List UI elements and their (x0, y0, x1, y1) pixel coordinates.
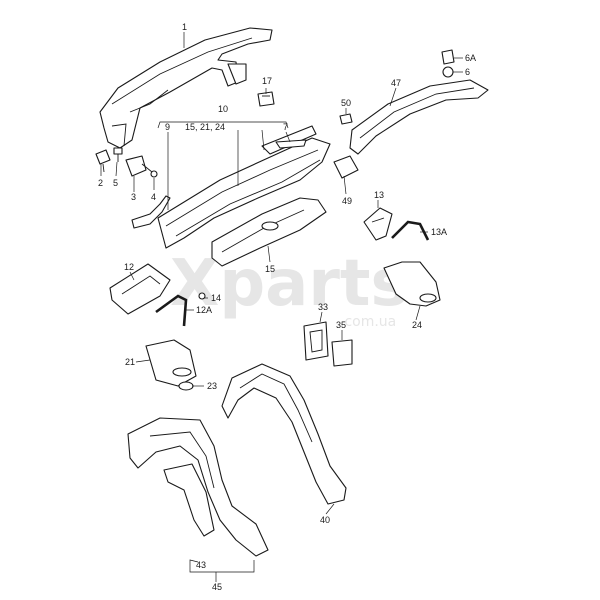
part-23-grommet (178, 381, 194, 391)
callout-6a: 6A (465, 53, 476, 63)
callout-7: 7 (283, 122, 288, 132)
callout-10: 10 (218, 104, 228, 114)
part-50-clip (339, 113, 353, 125)
callout-40: 40 (320, 515, 330, 525)
part-6-nut (442, 66, 454, 78)
part-5-bolt (113, 147, 123, 162)
callout-49: 49 (342, 196, 352, 206)
callout-47: 47 (391, 78, 401, 88)
part-47-rail (349, 79, 489, 155)
callout-50: 50 (341, 98, 351, 108)
part-24-wheelhouse-bracket (383, 261, 441, 307)
callout-15-21-24: 15, 21, 24 (185, 122, 225, 132)
callout-12: 12 (124, 262, 134, 272)
callout-2: 2 (98, 178, 103, 188)
part-12-bracket (109, 263, 171, 315)
part-12a-strap (155, 294, 188, 327)
part-2-clip (95, 149, 111, 173)
leader-lines (100, 32, 463, 582)
callout-13a: 13A (431, 227, 447, 237)
callout-17: 17 (262, 76, 272, 86)
callout-9: 9 (165, 122, 170, 132)
part-13-bracket (363, 207, 393, 241)
callout-23: 23 (207, 381, 217, 391)
watermark-brand: Xparts (170, 247, 409, 321)
callout-labels: 1 2 5 3 4 9 10 15, 21, 24 7 17 50 47 6A … (98, 22, 476, 592)
callout-14: 14 (211, 293, 221, 303)
part-49-bracket (333, 155, 359, 179)
callout-24: 24 (412, 320, 422, 330)
callout-1: 1 (182, 22, 187, 32)
callout-13: 13 (374, 190, 384, 200)
part-17-clip (257, 91, 275, 107)
callout-35: 35 (336, 320, 346, 330)
part-15-rear-panel (211, 197, 327, 267)
callout-43: 43 (196, 560, 206, 570)
part-4-strap (131, 195, 171, 229)
part-40-wheel-arch (221, 363, 347, 505)
part-14-bolt (198, 292, 206, 300)
callout-33: 33 (318, 302, 328, 312)
part-43-inner-arch (127, 417, 269, 557)
part-33-patch-panel (303, 321, 329, 361)
callout-15: 15 (265, 264, 275, 274)
part-13a-strap (391, 220, 430, 241)
watermark-domain: .com.ua (340, 314, 396, 330)
callout-5: 5 (113, 178, 118, 188)
callout-12a: 12A (196, 305, 212, 315)
part-35-cover (331, 339, 353, 367)
part-1-cross-member (99, 27, 273, 149)
part-21-mount (145, 339, 197, 387)
callout-4: 4 (151, 192, 156, 202)
callout-3: 3 (131, 192, 136, 202)
callout-6: 6 (465, 67, 470, 77)
callout-45: 45 (212, 582, 222, 592)
part-6a-clip (441, 49, 455, 65)
part-3-bracket (125, 155, 158, 178)
callout-21: 21 (125, 357, 135, 367)
